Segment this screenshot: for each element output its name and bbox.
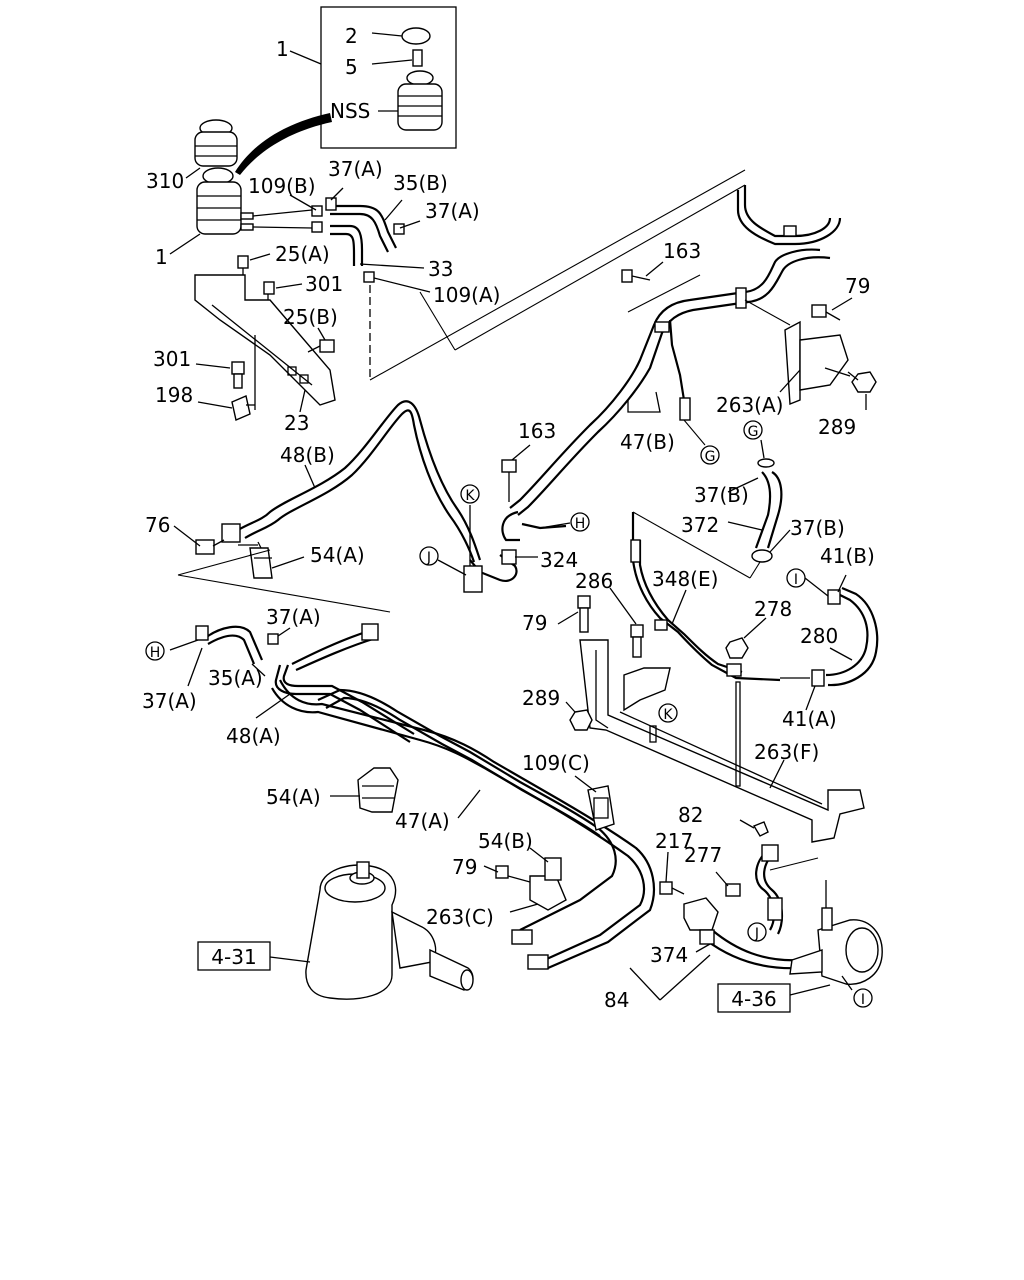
- svg-text:4-31: 4-31: [211, 945, 256, 969]
- connector-j-upper: J: [419, 546, 439, 566]
- connector-k-upper: K: [460, 484, 480, 504]
- label-82: 82: [678, 803, 703, 827]
- pipe-segment-k: [501, 444, 571, 565]
- reference-box-4-31: 4-31: [197, 941, 271, 971]
- label-289-mid: 289: [522, 686, 560, 710]
- label-324: 324: [540, 548, 578, 572]
- label-35a: 35(A): [208, 666, 263, 690]
- label-263f: 263(F): [754, 740, 819, 764]
- label-109a: 109(A): [433, 283, 500, 307]
- reference-box-4-36: 4-36: [717, 983, 791, 1013]
- reservoir-inset: [235, 6, 457, 175]
- label-54a-lower: 54(A): [266, 785, 321, 809]
- pipe-47b: [509, 185, 842, 516]
- svg-text:I: I: [861, 992, 865, 1008]
- label-348e: 348(E): [652, 567, 718, 591]
- label-79-right: 79: [845, 274, 870, 298]
- label-301-upper: 301: [305, 272, 343, 296]
- svg-text:I: I: [794, 572, 798, 588]
- label-217: 217: [655, 829, 693, 853]
- svg-text:K: K: [465, 488, 475, 504]
- svg-text:K: K: [663, 707, 673, 723]
- label-79-mid: 79: [522, 611, 547, 635]
- label-310: 310: [146, 169, 184, 193]
- connector-h-right: H: [570, 512, 590, 532]
- connector-i-right: I: [786, 568, 806, 588]
- label-372: 372: [681, 513, 719, 537]
- label-263c: 263(C): [426, 905, 494, 929]
- part-labels: 1 2 5 NSS 310 1 109(B) 37(A) 35(B) 37(A)…: [142, 24, 875, 1012]
- label-198: 198: [155, 383, 193, 407]
- label-48b: 48(B): [280, 443, 335, 467]
- connector-i-pump: I: [853, 988, 873, 1008]
- label-2: 2: [345, 24, 358, 48]
- pipe-348e: [630, 512, 879, 711]
- label-301-lower: 301: [153, 347, 191, 371]
- reservoir-assembly: [169, 119, 431, 421]
- svg-text:4-36: 4-36: [731, 987, 776, 1011]
- label-280: 280: [800, 624, 838, 648]
- label-286: 286: [575, 569, 613, 593]
- connector-h-left: H: [145, 641, 165, 661]
- label-54a-upper: 54(A): [310, 543, 365, 567]
- svg-text:G: G: [748, 424, 759, 440]
- label-163-mid: 163: [518, 419, 556, 443]
- reference-lines: [369, 169, 746, 381]
- svg-text:H: H: [150, 645, 161, 661]
- connector-markers: G G H H I I J J K K: [145, 420, 873, 1008]
- label-47b: 47(B): [620, 430, 675, 454]
- label-277: 277: [684, 843, 722, 867]
- label-41b: 41(B): [820, 544, 875, 568]
- label-23: 23: [284, 411, 309, 435]
- label-37a-top: 37(A): [328, 157, 383, 181]
- label-5: 5: [345, 55, 358, 79]
- steering-gear-box: [269, 861, 474, 1000]
- label-79-lower: 79: [452, 855, 477, 879]
- label-54b: 54(B): [478, 829, 533, 853]
- connector-g-lower: G: [743, 420, 763, 440]
- label-37a-left-top: 37(A): [266, 605, 321, 629]
- hose-35a: [169, 625, 291, 687]
- bracket-263f: [557, 587, 865, 843]
- label-374: 374: [650, 943, 688, 967]
- label-41a: 41(A): [782, 707, 837, 731]
- label-278: 278: [754, 597, 792, 621]
- label-109b: 109(B): [248, 174, 316, 198]
- label-48a: 48(A): [226, 724, 281, 748]
- label-37b-lower: 37(B): [790, 516, 845, 540]
- svg-text:J: J: [754, 926, 759, 942]
- label-25b: 25(B): [283, 305, 338, 329]
- label-84: 84: [604, 988, 629, 1012]
- label-33: 33: [428, 257, 453, 281]
- svg-text:H: H: [575, 516, 586, 532]
- label-263a: 263(A): [716, 393, 783, 417]
- label-37a-left-bottom: 37(A): [142, 689, 197, 713]
- pipe-48a-47a: [255, 623, 656, 970]
- hose-372: [632, 439, 791, 579]
- label-47a: 47(A): [395, 809, 450, 833]
- svg-text:J: J: [426, 550, 431, 566]
- label-1-top: 1: [276, 37, 289, 61]
- svg-text:G: G: [705, 449, 716, 465]
- label-35b: 35(B): [393, 171, 448, 195]
- label-25a: 25(A): [275, 242, 330, 266]
- label-109c: 109(C): [522, 751, 590, 775]
- pipe-48b: [173, 400, 518, 613]
- label-37a-mid: 37(A): [425, 199, 480, 223]
- label-nss: NSS: [330, 99, 370, 123]
- label-289-right: 289: [818, 415, 856, 439]
- label-1-left: 1: [155, 245, 168, 269]
- connector-g-upper: G: [700, 445, 720, 465]
- connector-j-lower: J: [747, 922, 767, 942]
- pump-assembly: [629, 819, 883, 1001]
- label-37b-upper: 37(B): [694, 483, 749, 507]
- label-163-top: 163: [663, 239, 701, 263]
- bracket-263a: [779, 297, 877, 410]
- label-76: 76: [145, 513, 170, 537]
- connector-k-lower: K: [658, 703, 678, 723]
